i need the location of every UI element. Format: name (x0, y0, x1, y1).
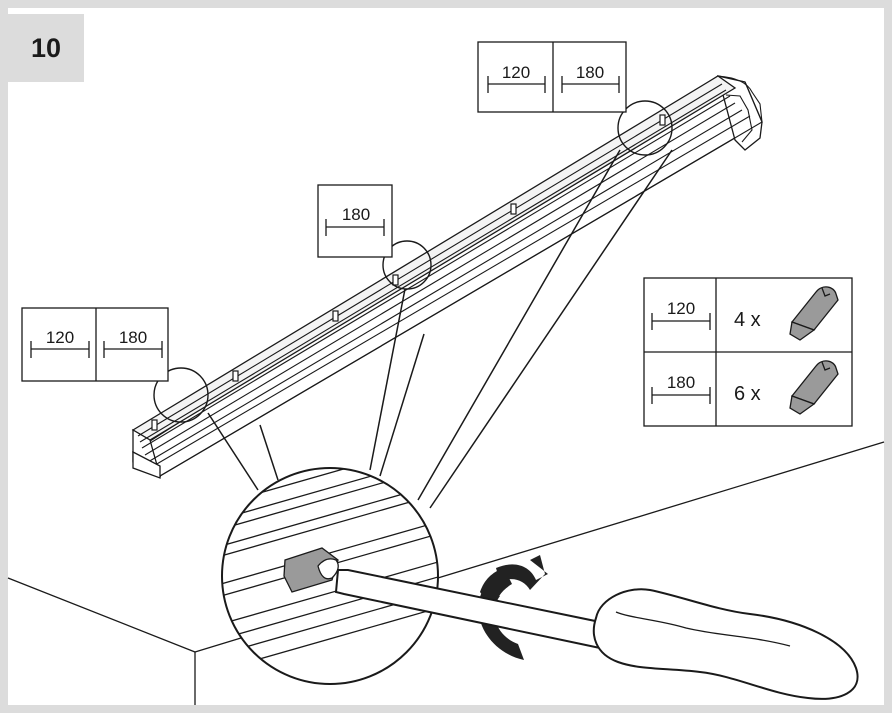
luminaire-rails (137, 75, 763, 477)
legend-row-2-length: 180 (667, 373, 695, 392)
spacer-clip-icon (789, 286, 839, 341)
callout-right-label-right: 180 (576, 63, 604, 82)
legend-row-1-quantity: 4 x (734, 309, 761, 331)
step-number: 10 (30, 32, 62, 63)
callout-right-label-left: 120 (502, 63, 530, 82)
clip-slots (151, 114, 666, 431)
zoom-detail (221, 467, 439, 685)
step-number-badge: 10 (8, 14, 84, 82)
spacer-clip-icon (789, 360, 839, 415)
spacer-clip-detail (283, 547, 339, 593)
callout-middle-label: 180 (342, 205, 370, 224)
legend-row-1-length: 120 (667, 299, 695, 318)
end-cap-left (132, 450, 161, 479)
callout-left-label-right: 180 (119, 328, 147, 347)
callout-box-middle: 180 (317, 184, 393, 258)
callout-box-right: 120 180 (477, 41, 627, 113)
screwdriver-icon (334, 569, 859, 700)
callout-box-left: 120 180 (21, 307, 169, 382)
zoom-leader-lines (207, 149, 673, 509)
legend-row-2-quantity: 6 x (734, 383, 761, 405)
parts-legend: 120 180 4 x 6 x (643, 277, 853, 427)
callout-left-label-left: 120 (46, 328, 74, 347)
callout-circles (153, 100, 673, 423)
